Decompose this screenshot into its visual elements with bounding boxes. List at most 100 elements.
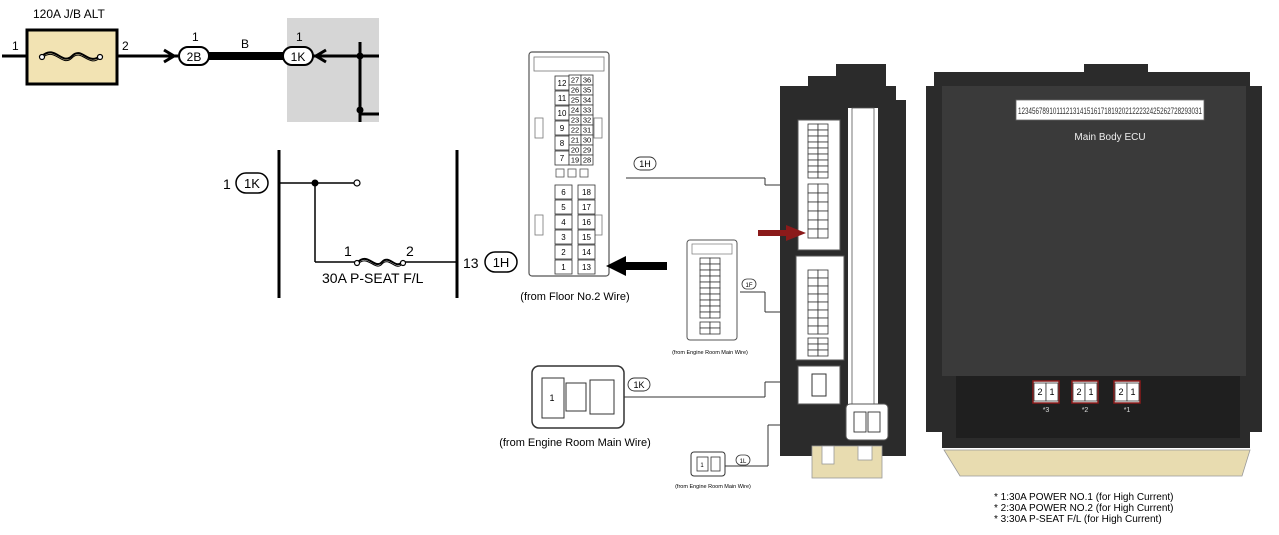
floor-pin-label: 31 <box>583 126 591 135</box>
floor-pin-label: 35 <box>583 86 591 95</box>
ecu-terminal-pin-label: 1 <box>1049 387 1054 397</box>
ecu-terminal-mark: *3 <box>1043 407 1050 414</box>
conn1f-pin <box>699 327 711 335</box>
ecu-front-panel <box>942 86 1246 376</box>
port1f-pin <box>817 309 829 319</box>
port1h-pin <box>807 219 819 230</box>
conn1f-pin <box>709 287 721 295</box>
port1f-pin <box>817 337 829 345</box>
port1h-pin <box>817 135 829 143</box>
fuse-pin-right: 2 <box>406 243 414 259</box>
conn1f-pin <box>699 287 711 295</box>
port1h-pin <box>817 165 829 173</box>
floor-pin-label: 3 <box>561 233 566 242</box>
floor-pin-label: 1 <box>561 263 566 272</box>
ecu-terminal-pin <box>1126 382 1140 402</box>
port1f-pin <box>807 301 819 311</box>
ecu-port-1l-cavity <box>867 411 881 433</box>
connector-2b-pin: 1 <box>192 30 199 44</box>
floor-pin-label: 29 <box>583 146 591 155</box>
ecu-terminal-pin-label: 2 <box>1037 387 1042 397</box>
alt-fuse-pin-right: 2 <box>122 39 129 53</box>
conn1f-pin <box>699 269 711 277</box>
floor-pin-label: 21 <box>571 136 579 145</box>
floor-pin-label: 20 <box>571 146 579 155</box>
key-slot <box>579 168 589 178</box>
port1f-pin <box>807 309 819 319</box>
conn1f-pin <box>709 311 721 319</box>
floor-pin-label: 17 <box>582 203 591 212</box>
conn1f-pin <box>709 293 721 301</box>
ecu-side-tab-slot <box>857 445 873 461</box>
floor-pin <box>577 184 596 200</box>
port1f-pin <box>817 343 829 351</box>
port1h-pin <box>817 129 829 137</box>
port1h-pin <box>817 153 829 161</box>
floor-pin-label: 34 <box>583 96 591 105</box>
open-terminal <box>353 179 361 187</box>
port1h-pin <box>807 147 819 155</box>
fuse-icon <box>357 260 403 267</box>
conn1f-pin <box>709 257 721 265</box>
ecu-terminal-mark: *2 <box>1082 407 1089 414</box>
port1h-pin <box>807 171 819 179</box>
out-pin: 13 <box>463 255 479 271</box>
ecu-port-1l <box>845 403 889 441</box>
connector-1k-pin: 1 <box>296 30 303 44</box>
arrow-right-icon <box>758 225 806 241</box>
port1h-pin <box>817 159 829 167</box>
floor-pin-label: 30 <box>583 136 591 145</box>
arrow-left-icon <box>606 256 667 276</box>
floor-pin-label: 15 <box>582 233 591 242</box>
floor-pin-label: 32 <box>583 116 591 125</box>
port1f-pin <box>807 277 819 287</box>
callout-1f-label: 1F <box>745 283 752 289</box>
floor-pin-label: 11 <box>558 94 567 103</box>
port1f-pin <box>817 293 829 303</box>
callout-1k-label: 1K <box>633 380 644 390</box>
floor-pin-label: 13 <box>582 263 591 272</box>
floor-connector-caption: (from Floor No.2 Wire) <box>520 291 629 303</box>
alt-fuse-pin-left: 1 <box>12 39 19 53</box>
floor-pin-label: 19 <box>571 156 579 165</box>
connector-1f-pins <box>699 257 721 335</box>
floor-pin <box>554 199 573 215</box>
port1h-pin <box>807 135 819 143</box>
port1f-pin <box>807 293 819 303</box>
callout-1h-label: 1H <box>639 159 651 169</box>
connector-1l-pin: 1 <box>700 463 704 469</box>
port1f-pin <box>817 269 829 279</box>
conn1f-pin <box>709 327 721 335</box>
conn1f-pin <box>699 321 711 329</box>
ecu-side-view <box>758 64 906 479</box>
ecu-terminal-mark: *1 <box>1124 407 1131 414</box>
port1f-pin <box>817 277 829 287</box>
floor-pin-label: 18 <box>582 188 591 197</box>
key-slot <box>567 168 577 178</box>
fuse-terminal <box>38 53 46 61</box>
floor-pin <box>577 259 596 275</box>
port1h-pin <box>807 165 819 173</box>
connector-1f-caption: (from Engine Room Main Wire) <box>672 350 748 356</box>
key-slot <box>555 168 565 178</box>
port1h-pin <box>817 219 829 230</box>
port1h-pin <box>817 141 829 149</box>
ecu-pin-strip-label: 1234567891011121314151617181920212223242… <box>1018 106 1202 116</box>
port1h-pin <box>807 192 819 203</box>
port1f-pin <box>807 285 819 295</box>
ecu-terminal-pin <box>1045 382 1059 402</box>
port1h-pin <box>807 129 819 137</box>
connector-latch <box>691 243 733 255</box>
conn1f-pin <box>699 299 711 307</box>
conn1f-pin <box>709 321 721 329</box>
fuse-icon <box>41 53 101 62</box>
floor-pin-label: 24 <box>571 106 579 115</box>
conn1f-pin <box>699 263 711 271</box>
conn1f-pin <box>699 311 711 319</box>
floor-pin-label: 7 <box>560 154 565 163</box>
callout-1l <box>735 454 751 466</box>
port1f-pin <box>807 349 819 357</box>
